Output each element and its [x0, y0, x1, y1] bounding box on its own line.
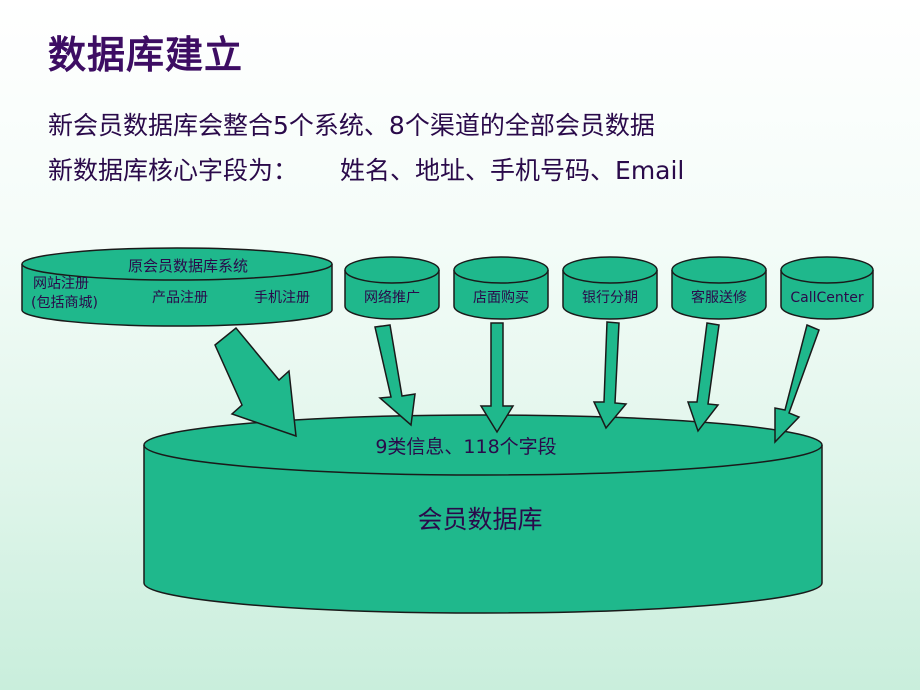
- arrow-channel-5: [774, 323, 820, 444]
- source-item-mall: (包括商城): [31, 295, 98, 311]
- page-title: 数据库建立: [48, 33, 244, 77]
- channel-cylinder-3: 银行分期: [562, 256, 658, 320]
- channel-label: 银行分期: [582, 290, 638, 306]
- arrow-channel-3: [592, 321, 628, 430]
- channel-cylinder-4: 客服送修: [671, 256, 767, 320]
- member-database-cylinder: 9类信息、118个字段 会员数据库: [143, 414, 823, 614]
- database-name: 会员数据库: [417, 505, 542, 534]
- channel-cylinder-1: 网络推广: [344, 256, 440, 320]
- channel-label: 网络推广: [364, 290, 420, 306]
- channel-label: 店面购买: [473, 290, 529, 306]
- source-system-cylinder: 原会员数据库系统 网站注册 (包括商城) 产品注册 手机注册: [21, 247, 333, 327]
- channel-cylinder-2: 店面购买: [453, 256, 549, 320]
- arrow-source: [214, 326, 297, 438]
- core-fields-line: 新数据库核心字段为： 姓名、地址、手机号码、Email: [48, 151, 684, 187]
- integration-summary: 新会员数据库会整合5个系统、8个渠道的全部会员数据: [48, 111, 655, 140]
- source-item-product: 产品注册: [152, 290, 208, 306]
- core-fields-list: 姓名、地址、手机号码、Email: [340, 156, 685, 185]
- source-item-website: 网站注册: [33, 276, 89, 292]
- source-item-mobile: 手机注册: [254, 290, 310, 306]
- arrow-channel-2: [479, 322, 515, 434]
- arrow-channel-1: [374, 324, 416, 427]
- core-fields-prefix: 新数据库核心字段为：: [48, 156, 299, 185]
- channel-label: 客服送修: [691, 289, 747, 306]
- source-system-name: 原会员数据库系统: [128, 257, 248, 275]
- channel-cylinder-5: CallCenter: [780, 256, 874, 320]
- channel-label: CallCenter: [790, 290, 863, 306]
- database-info: 9类信息、118个字段: [375, 436, 556, 458]
- arrow-channel-4: [686, 322, 720, 433]
